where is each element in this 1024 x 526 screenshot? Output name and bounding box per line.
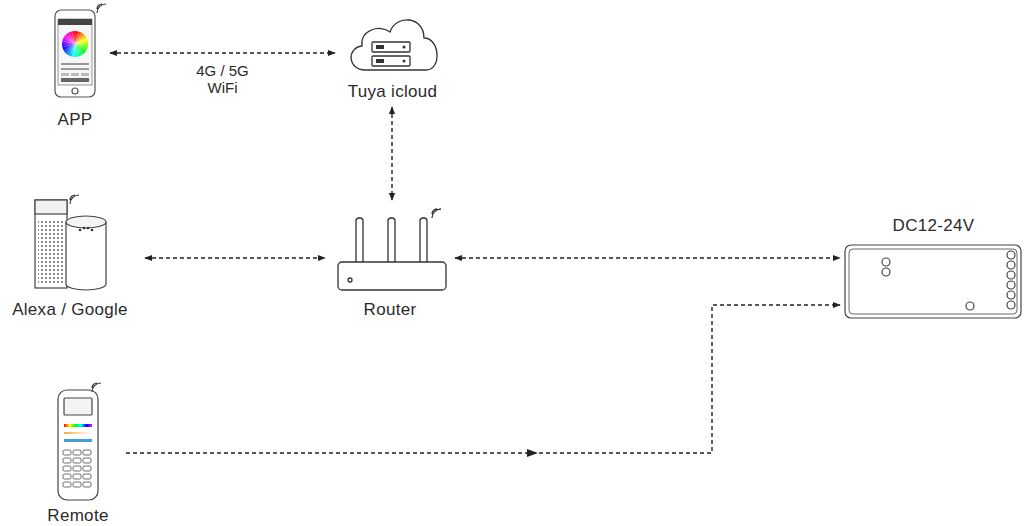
device-label: Remote: [45, 506, 110, 526]
device-label: Router: [362, 300, 419, 320]
smart-speaker-icons: [35, 195, 106, 290]
device-node: Remote: [35, 380, 121, 526]
device-label: Tuya icloud: [346, 82, 440, 102]
device-node: Router: [330, 205, 450, 320]
controller-icon: [845, 245, 1021, 318]
dashed-connector: [455, 257, 840, 258]
dashed-connector: [110, 52, 335, 53]
device-node: DC12-24V: [845, 216, 1022, 320]
device-label: APP: [56, 110, 95, 130]
dashed-connector: [126, 305, 840, 453]
device-label: Alexa / Google: [10, 300, 130, 320]
router-icon: [338, 209, 446, 290]
dashed-connector: [145, 257, 325, 258]
device-node: APP: [45, 6, 105, 130]
remote-icon: [58, 383, 101, 500]
device-node: Alexa / Google: [0, 192, 140, 320]
cloud-icon: [351, 20, 437, 70]
device-label: DC12-24V: [891, 216, 977, 236]
phone-icon: [55, 4, 106, 97]
device-node: Tuya icloud: [340, 10, 445, 102]
dashed-connector: [391, 107, 392, 200]
edge-label: 4G / 5G WiFi: [183, 61, 263, 97]
